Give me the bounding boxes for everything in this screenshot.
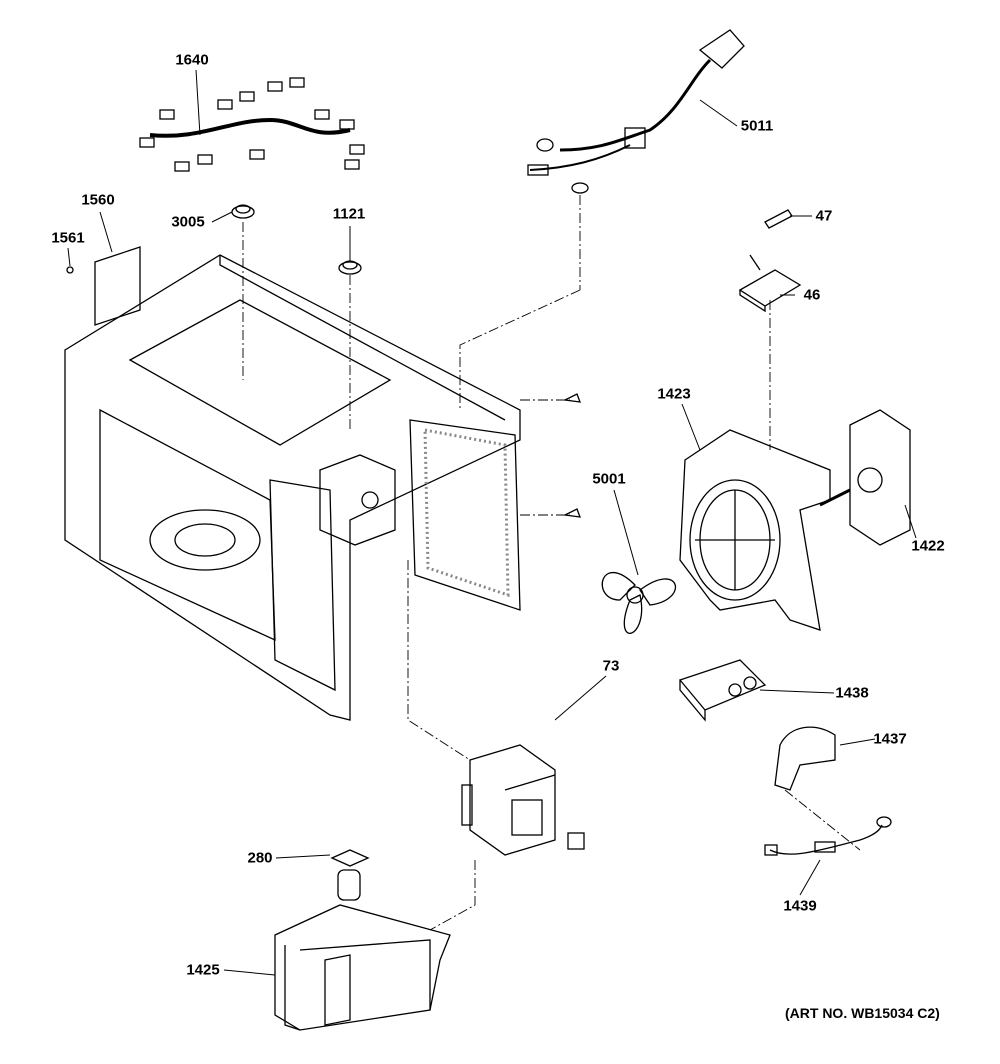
callout-1437: 1437 bbox=[873, 730, 907, 748]
callout-46: 46 bbox=[803, 286, 821, 304]
callout-1438: 1438 bbox=[835, 684, 869, 702]
thermostat-3005 bbox=[231, 204, 255, 219]
cover-1560 bbox=[94, 246, 141, 326]
assembly-guide-lines bbox=[242, 195, 861, 931]
callout-1121: 1121 bbox=[332, 205, 366, 223]
callout-1640: 1640 bbox=[175, 51, 209, 69]
base-assembly-1425 bbox=[274, 904, 451, 1031]
callout-1423: 1423 bbox=[657, 385, 691, 403]
wire-1439 bbox=[764, 816, 892, 856]
callout-280: 280 bbox=[247, 849, 273, 867]
screws bbox=[562, 393, 581, 518]
fuse-47 bbox=[764, 209, 793, 229]
callout-47: 47 bbox=[815, 207, 833, 225]
callout-3005: 3005 bbox=[171, 213, 205, 231]
callout-1439: 1439 bbox=[783, 897, 817, 915]
fan-housing-1423 bbox=[679, 429, 831, 631]
board-46 bbox=[738, 254, 802, 313]
capacitor-1438 bbox=[678, 659, 767, 722]
fan-blade-5001 bbox=[601, 571, 677, 634]
callout-5011: 5011 bbox=[740, 117, 774, 135]
cavity-assembly bbox=[64, 254, 521, 721]
callout-1425: 1425 bbox=[186, 961, 220, 979]
magnetron-73 bbox=[461, 744, 585, 856]
side-panel-vent bbox=[409, 419, 521, 611]
leader-lines bbox=[67, 69, 917, 976]
callout-1560: 1560 bbox=[81, 191, 115, 209]
transformer-1422 bbox=[819, 409, 911, 546]
screw-1561 bbox=[66, 266, 74, 274]
callout-5001: 5001 bbox=[592, 470, 626, 488]
art-number: (ART NO. WB15034 C2) bbox=[785, 1005, 940, 1021]
power-cord-5011 bbox=[527, 29, 745, 194]
bracket-1437 bbox=[774, 726, 836, 791]
callout-1561: 1561 bbox=[51, 229, 85, 247]
callout-73: 73 bbox=[602, 657, 620, 675]
stirrer-280 bbox=[330, 849, 370, 901]
wire-harness-1640 bbox=[139, 77, 365, 172]
thermostat-1121 bbox=[338, 260, 362, 275]
callout-1422: 1422 bbox=[911, 537, 945, 555]
